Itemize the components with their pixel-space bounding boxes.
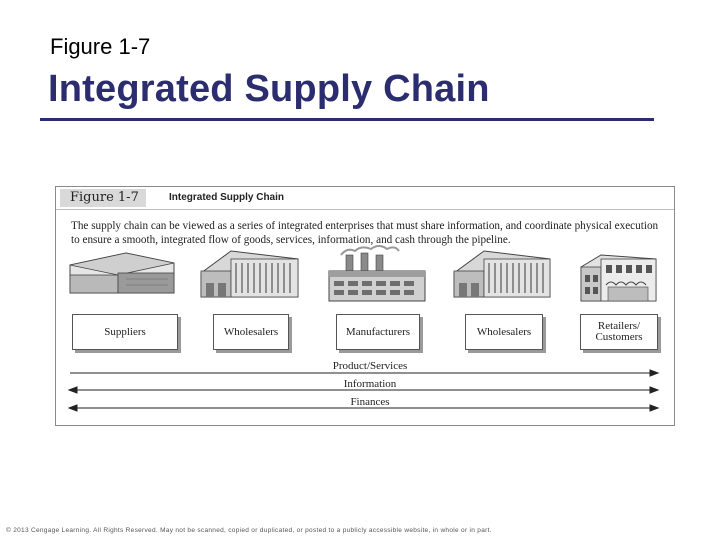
figure-panel: Figure 1-7 Integrated Supply Chain The s…	[55, 186, 675, 426]
stage-box-wholesalers-1: Wholesalers	[213, 314, 289, 350]
slide-subtitle: Figure 1-7	[50, 34, 150, 60]
copyright-footer: © 2013 Cengage Learning. All Rights Rese…	[6, 527, 492, 534]
arrow-head-icon	[650, 405, 658, 411]
stage-box-suppliers: Suppliers	[72, 314, 178, 350]
figure-description: The supply chain can be viewed as a seri…	[71, 219, 661, 247]
figure-label: Figure 1-7	[70, 190, 139, 205]
retail-store-icon	[581, 255, 656, 301]
arrow-head-icon	[69, 405, 77, 411]
figure-header: Figure 1-7 Integrated Supply Chain	[56, 187, 674, 210]
flow-label-finances: Finances	[270, 396, 470, 408]
figure-caption-title: Integrated Supply Chain	[169, 192, 284, 203]
stage-box-manufacturers: Manufacturers	[336, 314, 420, 350]
stage-label: Retailers/ Customers	[587, 321, 651, 343]
factory-icon	[329, 246, 425, 301]
distribution-center-icon	[454, 251, 550, 297]
buildings-illustration	[56, 245, 674, 307]
arrow-head-icon	[650, 370, 658, 376]
stage-label: Suppliers	[104, 327, 146, 338]
stage-box-retailers: Retailers/ Customers	[580, 314, 658, 350]
slide-title: Integrated Supply Chain	[48, 68, 490, 111]
flow-label-product: Product/Services	[270, 360, 470, 372]
flow-label-information: Information	[270, 378, 470, 390]
arrow-head-icon	[69, 387, 77, 393]
stage-label: Wholesalers	[224, 327, 278, 338]
distribution-center-icon	[201, 251, 298, 297]
arrow-head-icon	[650, 387, 658, 393]
stage-label: Manufacturers	[346, 327, 410, 338]
stage-box-wholesalers-2: Wholesalers	[465, 314, 543, 350]
title-rule	[40, 118, 654, 121]
warehouse-icon	[70, 253, 174, 293]
stage-label: Wholesalers	[477, 327, 531, 338]
